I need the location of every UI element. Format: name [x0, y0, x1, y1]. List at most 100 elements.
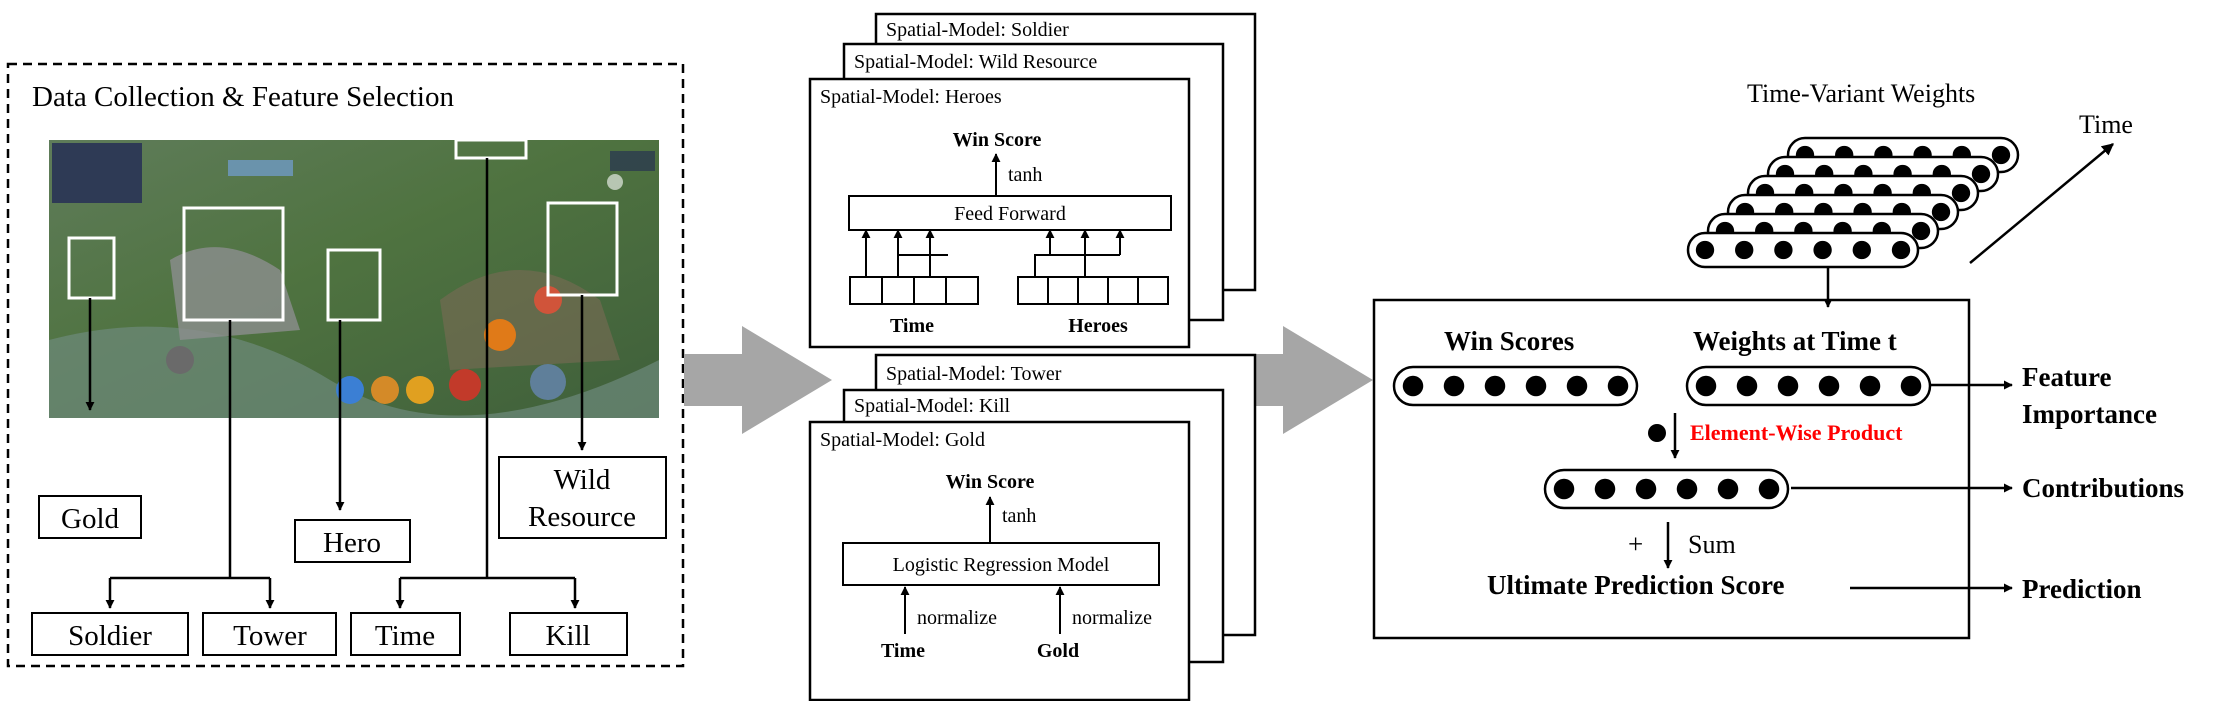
svg-text:Soldier: Soldier	[68, 620, 152, 652]
vector-dot	[1951, 183, 1971, 203]
plus-sign: +	[1628, 529, 1643, 559]
svg-text:Weights at Time t: Weights at Time t	[1693, 326, 1897, 356]
feed-forward-box	[848, 195, 1172, 231]
svg-text:Tower: Tower	[233, 620, 307, 652]
svg-text:Gold: Gold	[1037, 640, 1079, 662]
svg-text:Heroes: Heroes	[1068, 315, 1128, 337]
vector-dot	[1484, 375, 1506, 397]
vector-dot	[1774, 240, 1793, 260]
contributions-vector	[1543, 468, 1790, 510]
wild-resource-label-box: Wild Resource	[498, 456, 667, 539]
svg-text:Feed Forward: Feed Forward	[954, 203, 1066, 225]
svg-text:Time: Time	[375, 620, 435, 652]
vector-dot	[1635, 478, 1657, 500]
soldier-label-box: Soldier	[31, 612, 189, 656]
time-axis-arrow	[1969, 143, 2114, 264]
time-kill-box	[454, 138, 528, 160]
heroes-input-array	[1017, 276, 1169, 305]
vector-dot	[1566, 375, 1588, 397]
vector-dot	[1891, 240, 1911, 260]
vector-dot	[1594, 478, 1616, 500]
svg-text:tanh: tanh	[1008, 164, 1042, 186]
vector-dot	[1525, 375, 1547, 397]
weights-at-t-vector	[1685, 365, 1932, 407]
svg-text:Resource: Resource	[528, 501, 636, 533]
svg-text:Feature: Feature	[2022, 362, 2111, 392]
svg-text:Time: Time	[890, 315, 934, 337]
svg-text:Gold: Gold	[61, 503, 120, 535]
vector-dot	[1777, 375, 1799, 397]
vector-dot	[1676, 478, 1698, 500]
panel1-title: Data Collection & Feature Selection	[32, 81, 454, 113]
vector-dot	[1736, 375, 1758, 397]
product-dot-icon	[1648, 424, 1666, 442]
vector-dot	[1971, 164, 1991, 184]
svg-text:Contributions: Contributions	[2022, 473, 2184, 503]
weight-vector-pill	[1686, 231, 1920, 269]
vector-dot	[1900, 375, 1922, 397]
flow-arrow-1	[684, 326, 832, 434]
svg-text:normalize: normalize	[917, 607, 997, 629]
gold-model-content: Win Score tanh Logistic Regression Model…	[842, 471, 1160, 662]
time-input-array	[849, 276, 979, 305]
svg-text:Spatial-Model: Heroes: Spatial-Model: Heroes	[820, 86, 1002, 108]
vector-dot	[1991, 145, 2011, 165]
svg-text:Spatial-Model: Soldier: Spatial-Model: Soldier	[886, 19, 1069, 41]
vector-dot	[1402, 375, 1424, 397]
vector-dot	[1443, 375, 1465, 397]
svg-text:Prediction: Prediction	[2022, 574, 2141, 604]
heroes-model-content: Win Score tanh Feed Forward	[848, 129, 1172, 337]
svg-text:Wild: Wild	[554, 464, 611, 496]
dashed-frame	[6, 62, 685, 668]
data-collection-panel: Data Collection & Feature Selection	[6, 62, 685, 668]
svg-text:Kill: Kill	[545, 620, 590, 652]
time-label-box: Time	[350, 612, 461, 656]
flow-arrow-2	[1215, 326, 1373, 434]
vector-dot	[1735, 240, 1754, 260]
vector-dot	[1717, 478, 1739, 500]
svg-text:Win Score: Win Score	[946, 471, 1035, 493]
vector-dot	[1553, 478, 1575, 500]
svg-text:Time-Variant Weights: Time-Variant Weights	[1747, 79, 1975, 108]
tower-label-box: Tower	[202, 612, 337, 656]
spatial-models-panel: Spatial-Model: Soldier Spatial-Model: Wi…	[808, 12, 1257, 701]
svg-text:Hero: Hero	[323, 527, 381, 559]
win-scores-vector	[1392, 365, 1639, 407]
svg-text:Win Score: Win Score	[953, 129, 1042, 151]
vector-dot	[1607, 375, 1629, 397]
element-wise-label: Element-Wise Product	[1690, 420, 1903, 445]
vector-dot	[1695, 375, 1717, 397]
svg-text:Time: Time	[2079, 110, 2133, 139]
tower-soldier-box	[182, 206, 285, 322]
gold-box	[67, 236, 116, 300]
kill-label-box: Kill	[509, 612, 628, 656]
svg-text:Spatial-Model: Kill: Spatial-Model: Kill	[854, 395, 1011, 417]
aggregation-box	[1372, 298, 1971, 640]
minimap	[52, 143, 142, 203]
svg-text:Ultimate Prediction Score: Ultimate Prediction Score	[1487, 570, 1784, 600]
game-screenshot	[49, 138, 659, 418]
logistic-regression-box	[842, 542, 1160, 586]
svg-text:Spatial-Model: Tower: Spatial-Model: Tower	[886, 363, 1062, 385]
svg-text:Sum: Sum	[1688, 530, 1736, 559]
gold-label-box: Gold	[38, 495, 142, 539]
hero-label-box: Hero	[294, 519, 411, 563]
vector-dot	[1931, 202, 1951, 222]
svg-text:Logistic Regression Model: Logistic Regression Model	[893, 554, 1110, 576]
svg-text:Importance: Importance	[2022, 399, 2157, 429]
vector-dot	[1852, 240, 1871, 260]
svg-text:Time: Time	[881, 640, 925, 662]
svg-text:tanh: tanh	[1002, 505, 1036, 527]
vector-dot	[1813, 240, 1832, 260]
svg-text:normalize: normalize	[1072, 607, 1152, 629]
svg-text:Win Scores: Win Scores	[1444, 326, 1574, 356]
hero-box	[326, 248, 382, 322]
aggregation-panel: Time-Variant Weights Time Win Scores Wei…	[1372, 79, 2184, 640]
vector-dot	[1911, 221, 1931, 241]
vector-dot	[1695, 240, 1715, 260]
time-variant-weights-stack	[1686, 136, 2020, 269]
vector-dot	[1758, 478, 1780, 500]
svg-text:Spatial-Model: Wild Resource: Spatial-Model: Wild Resource	[854, 51, 1097, 73]
